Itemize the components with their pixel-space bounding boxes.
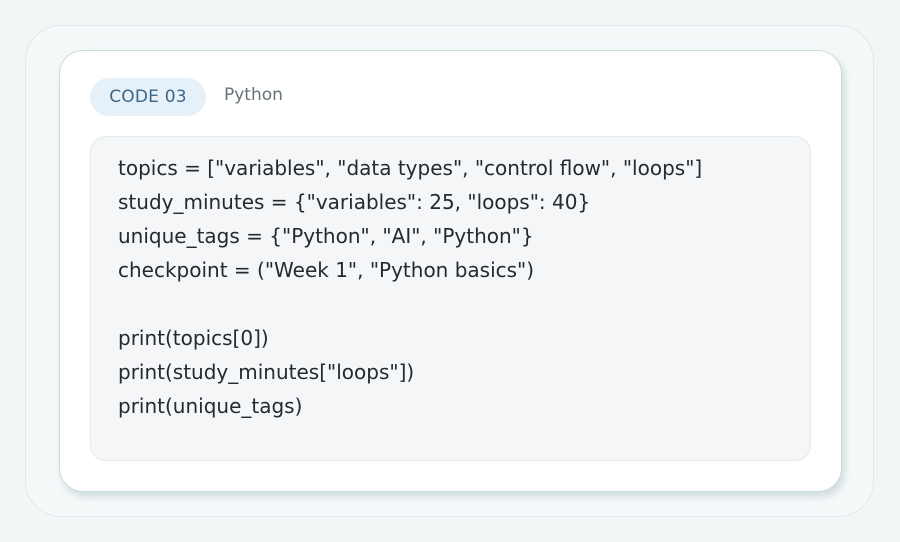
code-line: topics = ["variables", "data types", "co… <box>118 156 703 180</box>
code-line: print(topics[0]) <box>118 326 269 350</box>
code-block <box>90 136 811 461</box>
language-label: Python <box>224 85 283 105</box>
code-line: unique_tags = {"Python", "AI", "Python"} <box>118 224 534 248</box>
code-line: study_minutes = {"variables": 25, "loops… <box>118 190 591 214</box>
code-number-badge: CODE 03 <box>90 78 206 116</box>
code-line: print(unique_tags) <box>118 394 303 418</box>
code-line: checkpoint = ("Week 1", "Python basics") <box>118 258 535 282</box>
code-line: print(study_minutes["loops"]) <box>118 360 415 384</box>
